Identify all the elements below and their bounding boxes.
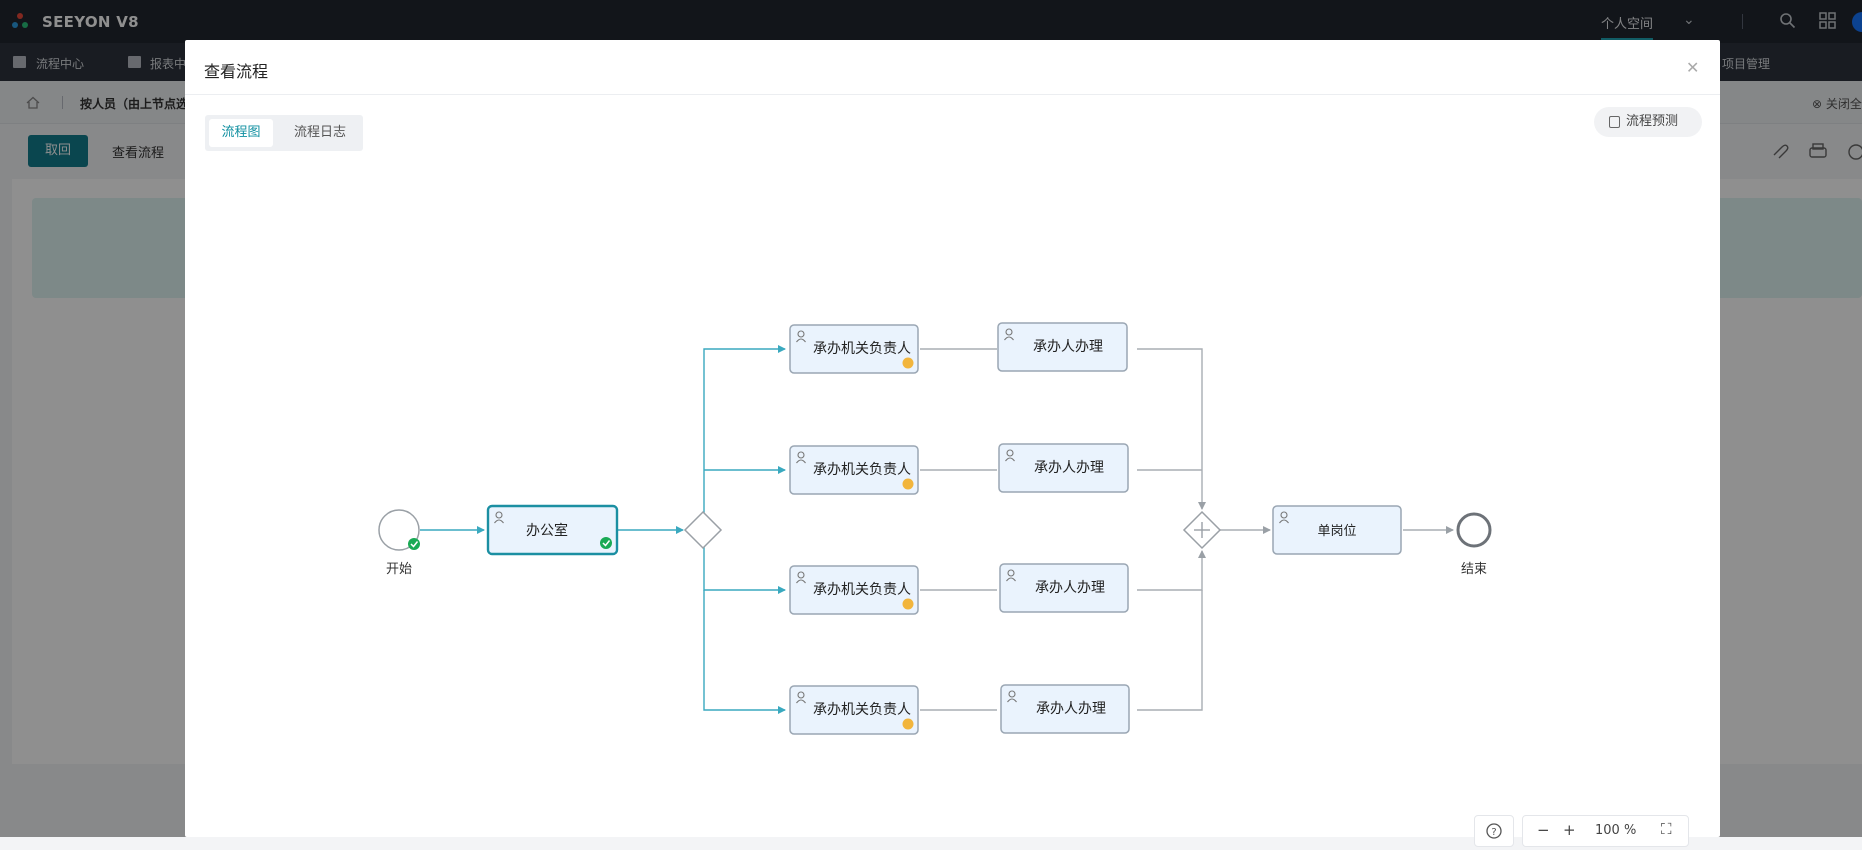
single-post-label: 单岗位 [1317, 524, 1356, 539]
responsible-node[interactable] [789, 324, 919, 374]
divider [62, 96, 63, 109]
history-icon[interactable] [1848, 144, 1862, 160]
handler-label: 承办人办理 [1035, 580, 1105, 596]
branch-3: 承办机关负责人 承办人办理 [789, 563, 1129, 615]
zoom-controls: − + 100 % ⛶ [1522, 815, 1689, 847]
pending-icon [902, 357, 914, 369]
help-icon: ? [1486, 823, 1502, 839]
recall-button[interactable]: 取回 [28, 135, 88, 167]
nav-item-report[interactable]: 报表中 [150, 57, 187, 71]
top-bar [0, 0, 1862, 43]
app-title: SEEYON V8 [42, 13, 139, 31]
close-icon[interactable]: ✕ [1686, 58, 1700, 77]
handler-node[interactable] [997, 322, 1128, 372]
end-node[interactable] [1456, 512, 1492, 548]
view-flow-modal [185, 40, 1720, 837]
responsible-node[interactable] [789, 445, 919, 495]
active-connectors [420, 345, 786, 714]
nav-item-flow-center[interactable]: 流程中心 [36, 57, 85, 71]
end-label: 结束 [1461, 562, 1487, 577]
handler-label: 承办人办理 [1036, 701, 1106, 717]
tab-flow-diagram[interactable]: 流程图 [209, 119, 273, 147]
toolbar-icons [1773, 143, 1862, 160]
responsible-label: 承办机关负责人 [813, 702, 911, 718]
seeyon-logo-icon [12, 13, 28, 28]
single-post-node[interactable] [1272, 505, 1402, 555]
print-icon[interactable] [1809, 143, 1827, 158]
pending-icon [902, 478, 914, 490]
report-icon [128, 56, 141, 68]
responsible-label: 承办机关负责人 [813, 341, 911, 357]
avatar[interactable] [1852, 12, 1862, 32]
close-all-label: 关闭全 [1825, 97, 1862, 111]
nav-item-project[interactable]: 项目管理 [1722, 57, 1771, 71]
active-tab-indicator [1601, 38, 1653, 40]
branch-4: 承办机关负责人 承办人办理 [789, 684, 1130, 735]
svg-text:?: ? [1491, 827, 1496, 838]
pending-icon [902, 598, 914, 610]
responsible-label: 承办机关负责人 [813, 582, 911, 598]
flow-center-icon [13, 56, 26, 68]
pending-connectors [920, 348, 1454, 711]
done-icon [600, 537, 612, 549]
done-icon [408, 538, 420, 550]
divider [185, 94, 1720, 95]
responsible-label: 承办机关负责人 [813, 462, 911, 478]
search-icon[interactable] [1779, 12, 1796, 29]
start-label: 开始 [386, 562, 412, 577]
flow-predict-label: 流程预测 [1626, 114, 1679, 129]
branch-2: 承办机关负责人 承办人办理 [789, 443, 1129, 495]
office-node[interactable] [486, 504, 619, 556]
pending-icon [902, 718, 914, 730]
help-button[interactable]: ? [1474, 815, 1514, 847]
join-gateway [1182, 510, 1222, 550]
office-label: 办公室 [526, 522, 568, 539]
fullscreen-icon[interactable]: ⛶ [1661, 820, 1672, 838]
flow-predict-button[interactable]: 流程预测 [1594, 107, 1702, 137]
split-gateway [683, 510, 723, 550]
handler-node[interactable] [998, 443, 1129, 493]
view-flow-button[interactable]: 查看流程 [112, 146, 165, 161]
flow-diagram-canvas: 开始 办公室 承办机关负责人 承办人办理 承办机关负责人 [378, 322, 1492, 735]
close-all-button[interactable]: ⊗ 关闭全 [1812, 97, 1862, 111]
divider [1742, 14, 1743, 29]
responsible-node[interactable] [789, 685, 919, 735]
zoom-in-icon[interactable]: + [1563, 821, 1576, 839]
branch-1: 承办机关负责人 承办人办理 [789, 322, 1128, 374]
start-node[interactable] [378, 509, 420, 551]
chevron-down-icon[interactable]: ⌄ [1683, 12, 1695, 28]
modal-title: 查看流程 [204, 62, 269, 81]
zoom-value: 100 % [1595, 823, 1637, 838]
tab-flow-log[interactable]: 流程日志 [293, 125, 346, 140]
handler-node[interactable] [1000, 684, 1130, 734]
responsible-node[interactable] [789, 565, 919, 615]
personal-space-tab[interactable]: 个人空间 [1601, 17, 1654, 32]
zoom-out-icon[interactable]: − [1537, 821, 1550, 839]
breadcrumb: 按人员（由上节点选 [80, 97, 189, 111]
attachment-icon[interactable] [1773, 144, 1789, 159]
home-icon[interactable] [26, 96, 40, 109]
handler-label: 承办人办理 [1034, 460, 1104, 476]
handler-node[interactable] [999, 563, 1129, 613]
predict-icon [1609, 116, 1620, 128]
apps-grid-icon[interactable] [1819, 12, 1836, 29]
handler-label: 承办人办理 [1033, 339, 1103, 355]
